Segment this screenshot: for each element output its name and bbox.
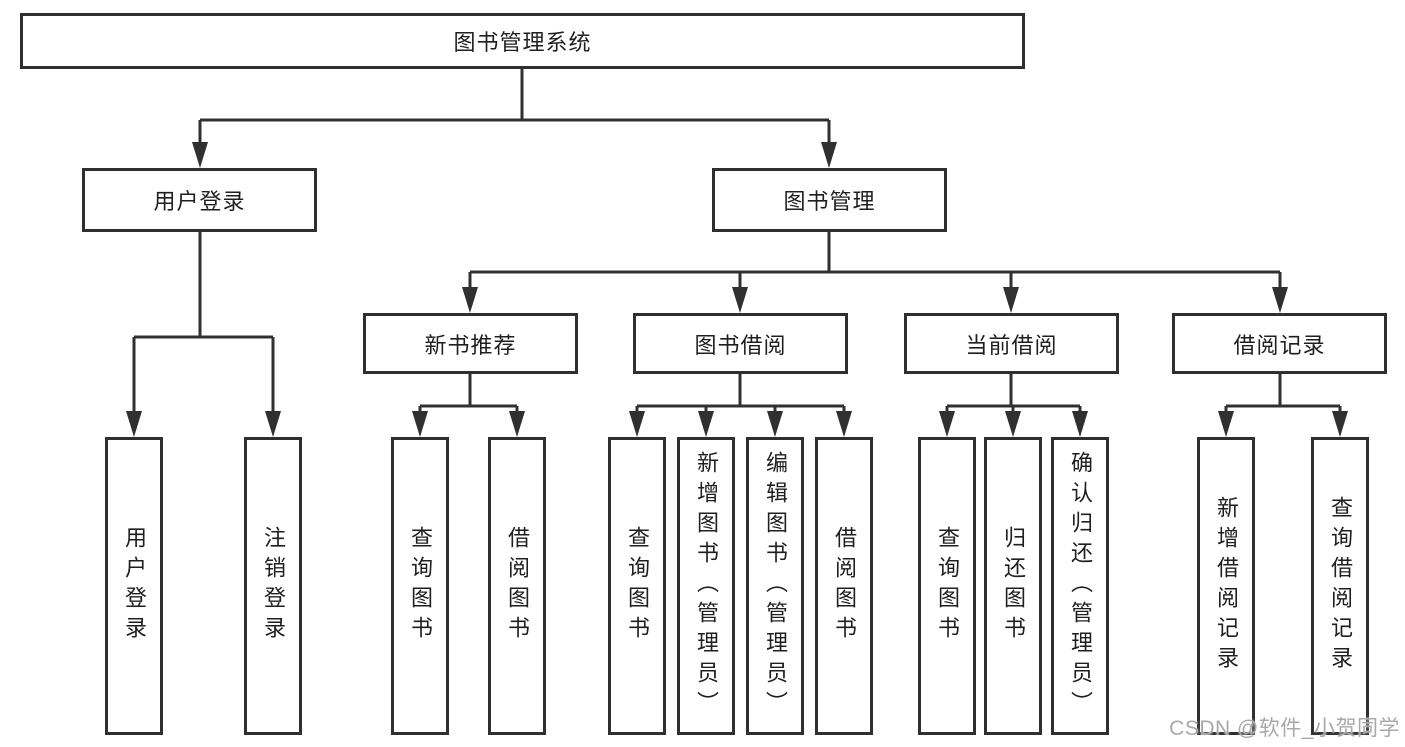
arrowhead-icon bbox=[462, 287, 478, 313]
arrowhead-icon bbox=[1272, 287, 1288, 313]
connector-book-borrow-children bbox=[635, 374, 846, 414]
leaf-query-books-recommend: 查询图书 bbox=[391, 437, 449, 735]
csdn-watermark: CSDN @软件_小贺同学 bbox=[1169, 717, 1400, 740]
node-label: 查询图书 bbox=[625, 526, 650, 646]
arrowhead-icon bbox=[698, 411, 714, 437]
node-book-management: 图书管理 bbox=[712, 168, 947, 232]
node-label: 查询图书 bbox=[408, 526, 433, 646]
arrowhead-icon bbox=[412, 411, 428, 437]
leaf-borrow-books: 借阅图书 bbox=[815, 437, 873, 735]
arrowhead-icon bbox=[126, 411, 142, 437]
leaf-query-books-borrow: 查询图书 bbox=[608, 437, 666, 735]
leaf-logout: 注销登录 bbox=[244, 437, 302, 735]
arrowhead-icon bbox=[1218, 411, 1234, 437]
node-label: 借阅记录 bbox=[1233, 332, 1326, 358]
node-book-borrowing: 图书借阅 bbox=[633, 313, 848, 374]
arrowhead-icon bbox=[1003, 287, 1019, 313]
node-label: 归还图书 bbox=[1001, 526, 1026, 646]
arrowhead-icon bbox=[821, 142, 837, 168]
node-label: 借阅图书 bbox=[505, 526, 530, 646]
leaf-confirm-return-admin: 确认归还（管理员） bbox=[1051, 437, 1109, 735]
node-label: 确认归还（管理员） bbox=[1068, 451, 1093, 721]
node-label: 图书管理 bbox=[783, 189, 876, 214]
arrowhead-icon bbox=[192, 142, 208, 168]
node-label: 图书借阅 bbox=[694, 332, 787, 358]
connector-user-login-children bbox=[132, 232, 275, 414]
node-label: 用户登录 bbox=[153, 189, 246, 214]
leaf-user-login: 用户登录 bbox=[105, 437, 163, 735]
connector-borrow-record-children bbox=[1224, 374, 1342, 414]
node-borrowing-records: 借阅记录 bbox=[1172, 313, 1387, 374]
node-label: 查询图书 bbox=[935, 526, 960, 646]
node-label: 新增图书（管理员） bbox=[694, 451, 719, 721]
connector-new-book-children bbox=[418, 374, 519, 414]
connector-root-to-level2 bbox=[198, 69, 831, 145]
node-label: 编辑图书（管理员） bbox=[763, 451, 788, 721]
arrowhead-icon bbox=[1332, 411, 1348, 437]
node-new-book-recommendation: 新书推荐 bbox=[363, 313, 578, 374]
leaf-add-book-admin: 新增图书（管理员） bbox=[677, 437, 735, 735]
leaf-query-borrow-record: 查询借阅记录 bbox=[1311, 437, 1369, 735]
leaf-add-borrow-record: 新增借阅记录 bbox=[1197, 437, 1255, 735]
arrowhead-icon bbox=[767, 411, 783, 437]
node-label: 新书推荐 bbox=[424, 332, 517, 358]
node-label: 图书管理系统 bbox=[453, 30, 592, 55]
arrowhead-icon bbox=[629, 411, 645, 437]
leaf-edit-book-admin: 编辑图书（管理员） bbox=[746, 437, 804, 735]
arrowhead-icon bbox=[509, 411, 525, 437]
arrowhead-icon bbox=[265, 411, 281, 437]
node-user-login: 用户登录 bbox=[82, 168, 317, 232]
connector-book-management-children bbox=[468, 232, 1282, 290]
node-label: 当前借阅 bbox=[965, 332, 1058, 358]
node-current-borrowing: 当前借阅 bbox=[904, 313, 1119, 374]
arrowhead-icon bbox=[1005, 411, 1021, 437]
node-library-management-system: 图书管理系统 bbox=[20, 13, 1025, 69]
node-label: 用户登录 bbox=[122, 526, 147, 646]
arrowhead-icon bbox=[1072, 411, 1088, 437]
leaf-return-books: 归还图书 bbox=[984, 437, 1042, 735]
arrowhead-icon bbox=[939, 411, 955, 437]
arrowhead-icon bbox=[732, 287, 748, 313]
node-label: 注销登录 bbox=[261, 526, 286, 646]
connector-current-borrow-children bbox=[945, 374, 1082, 414]
arrowhead-icon bbox=[836, 411, 852, 437]
leaf-query-books-current: 查询图书 bbox=[918, 437, 976, 735]
node-label: 查询借阅记录 bbox=[1328, 496, 1353, 676]
leaf-borrow-books-recommend: 借阅图书 bbox=[488, 437, 546, 735]
node-label: 新增借阅记录 bbox=[1214, 496, 1239, 676]
node-label: 借阅图书 bbox=[832, 526, 857, 646]
